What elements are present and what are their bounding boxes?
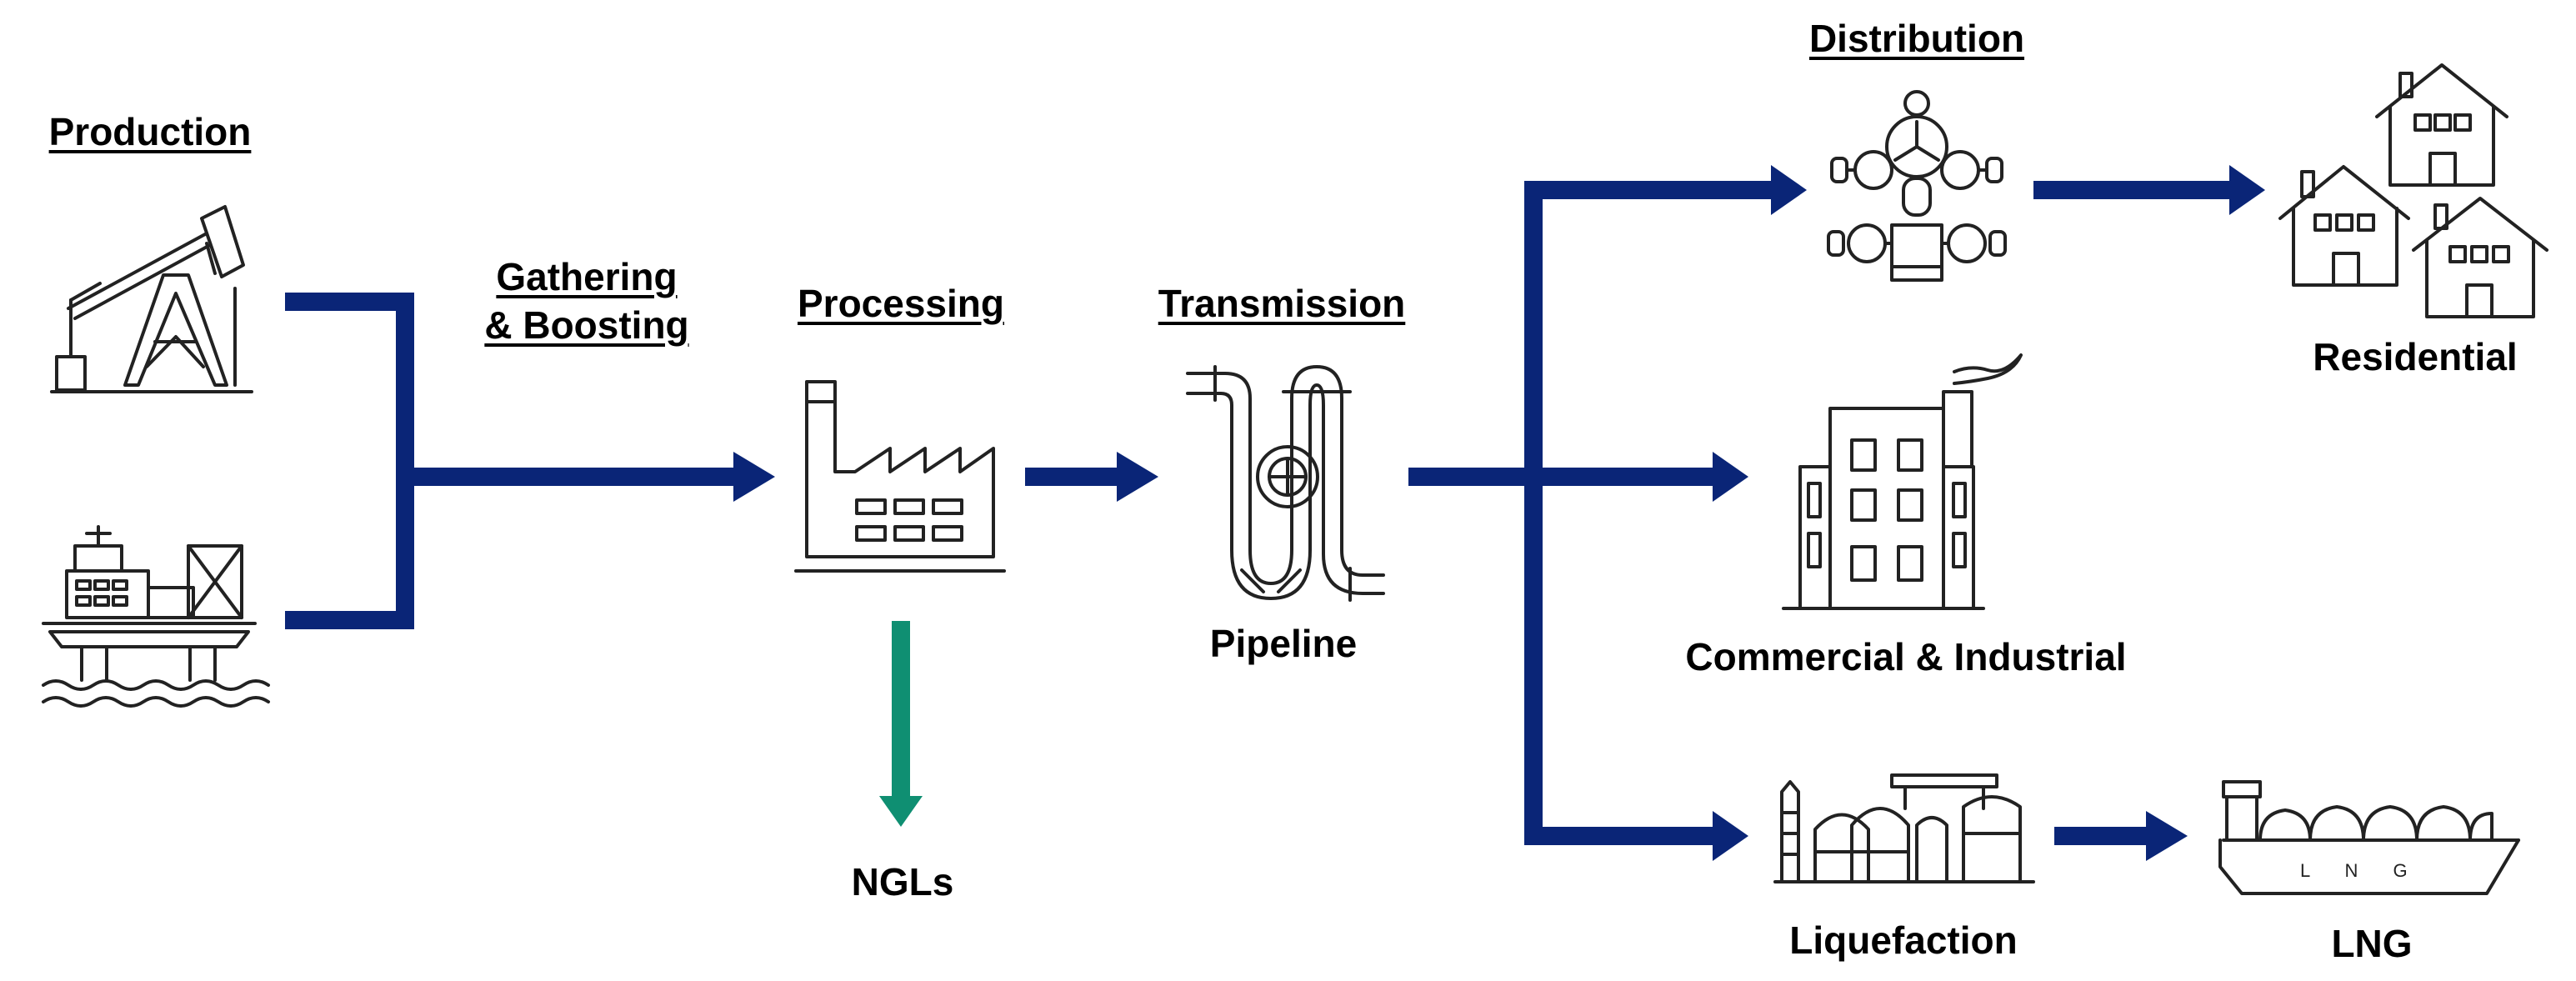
ngl-branch (879, 621, 923, 827)
pipeline-label: Pipeline (1209, 622, 1358, 665)
arrowhead-liquefaction (1713, 811, 1748, 861)
arrowhead-ngls (879, 796, 923, 827)
commercial-industrial-label: Commercial & Industrial (1685, 635, 2127, 678)
arrowhead-lng (2146, 811, 2188, 861)
arrowhead-transmission (1117, 452, 1158, 502)
distribution-valve-icon (1827, 90, 2007, 282)
offshore-platform-icon (42, 525, 270, 708)
lng-ship-icon (2218, 780, 2520, 895)
arrowheads (733, 165, 2265, 861)
distribution-heading: Distribution (1808, 17, 2025, 60)
lng-ship-marking: L N G (2300, 860, 2423, 881)
pump-jack-icon (50, 205, 253, 393)
residential-label: Residential (2313, 335, 2518, 378)
production-merge-line (285, 293, 414, 629)
gathering-boosting-heading: Gathering & Boosting (484, 253, 688, 349)
flow-lines (285, 181, 2233, 845)
pipeline-icon (1186, 365, 1385, 602)
processing-plant-icon (794, 380, 1006, 573)
arrowhead-distribution (1771, 165, 1807, 215)
ngls-label: NGLs (851, 860, 954, 903)
liquefaction-plant-icon (1773, 773, 2035, 883)
arrowhead-residential (2229, 165, 2265, 215)
arrowhead-commercial (1713, 452, 1748, 502)
processing-heading: Processing (798, 282, 1004, 325)
lng-label: LNG (2331, 922, 2413, 965)
residential-houses-icon (2278, 63, 2548, 318)
transmission-heading: Transmission (1158, 282, 1406, 325)
production-heading: Production (48, 110, 252, 153)
arrowhead-processing (733, 452, 775, 502)
commercial-building-icon (1782, 353, 2023, 610)
distribution-split-line (1524, 181, 1775, 845)
gathering-heading-line1: Gathering (496, 255, 678, 298)
liquefaction-label: Liquefaction (1789, 918, 2018, 962)
gathering-heading-line2: & Boosting (484, 303, 689, 347)
